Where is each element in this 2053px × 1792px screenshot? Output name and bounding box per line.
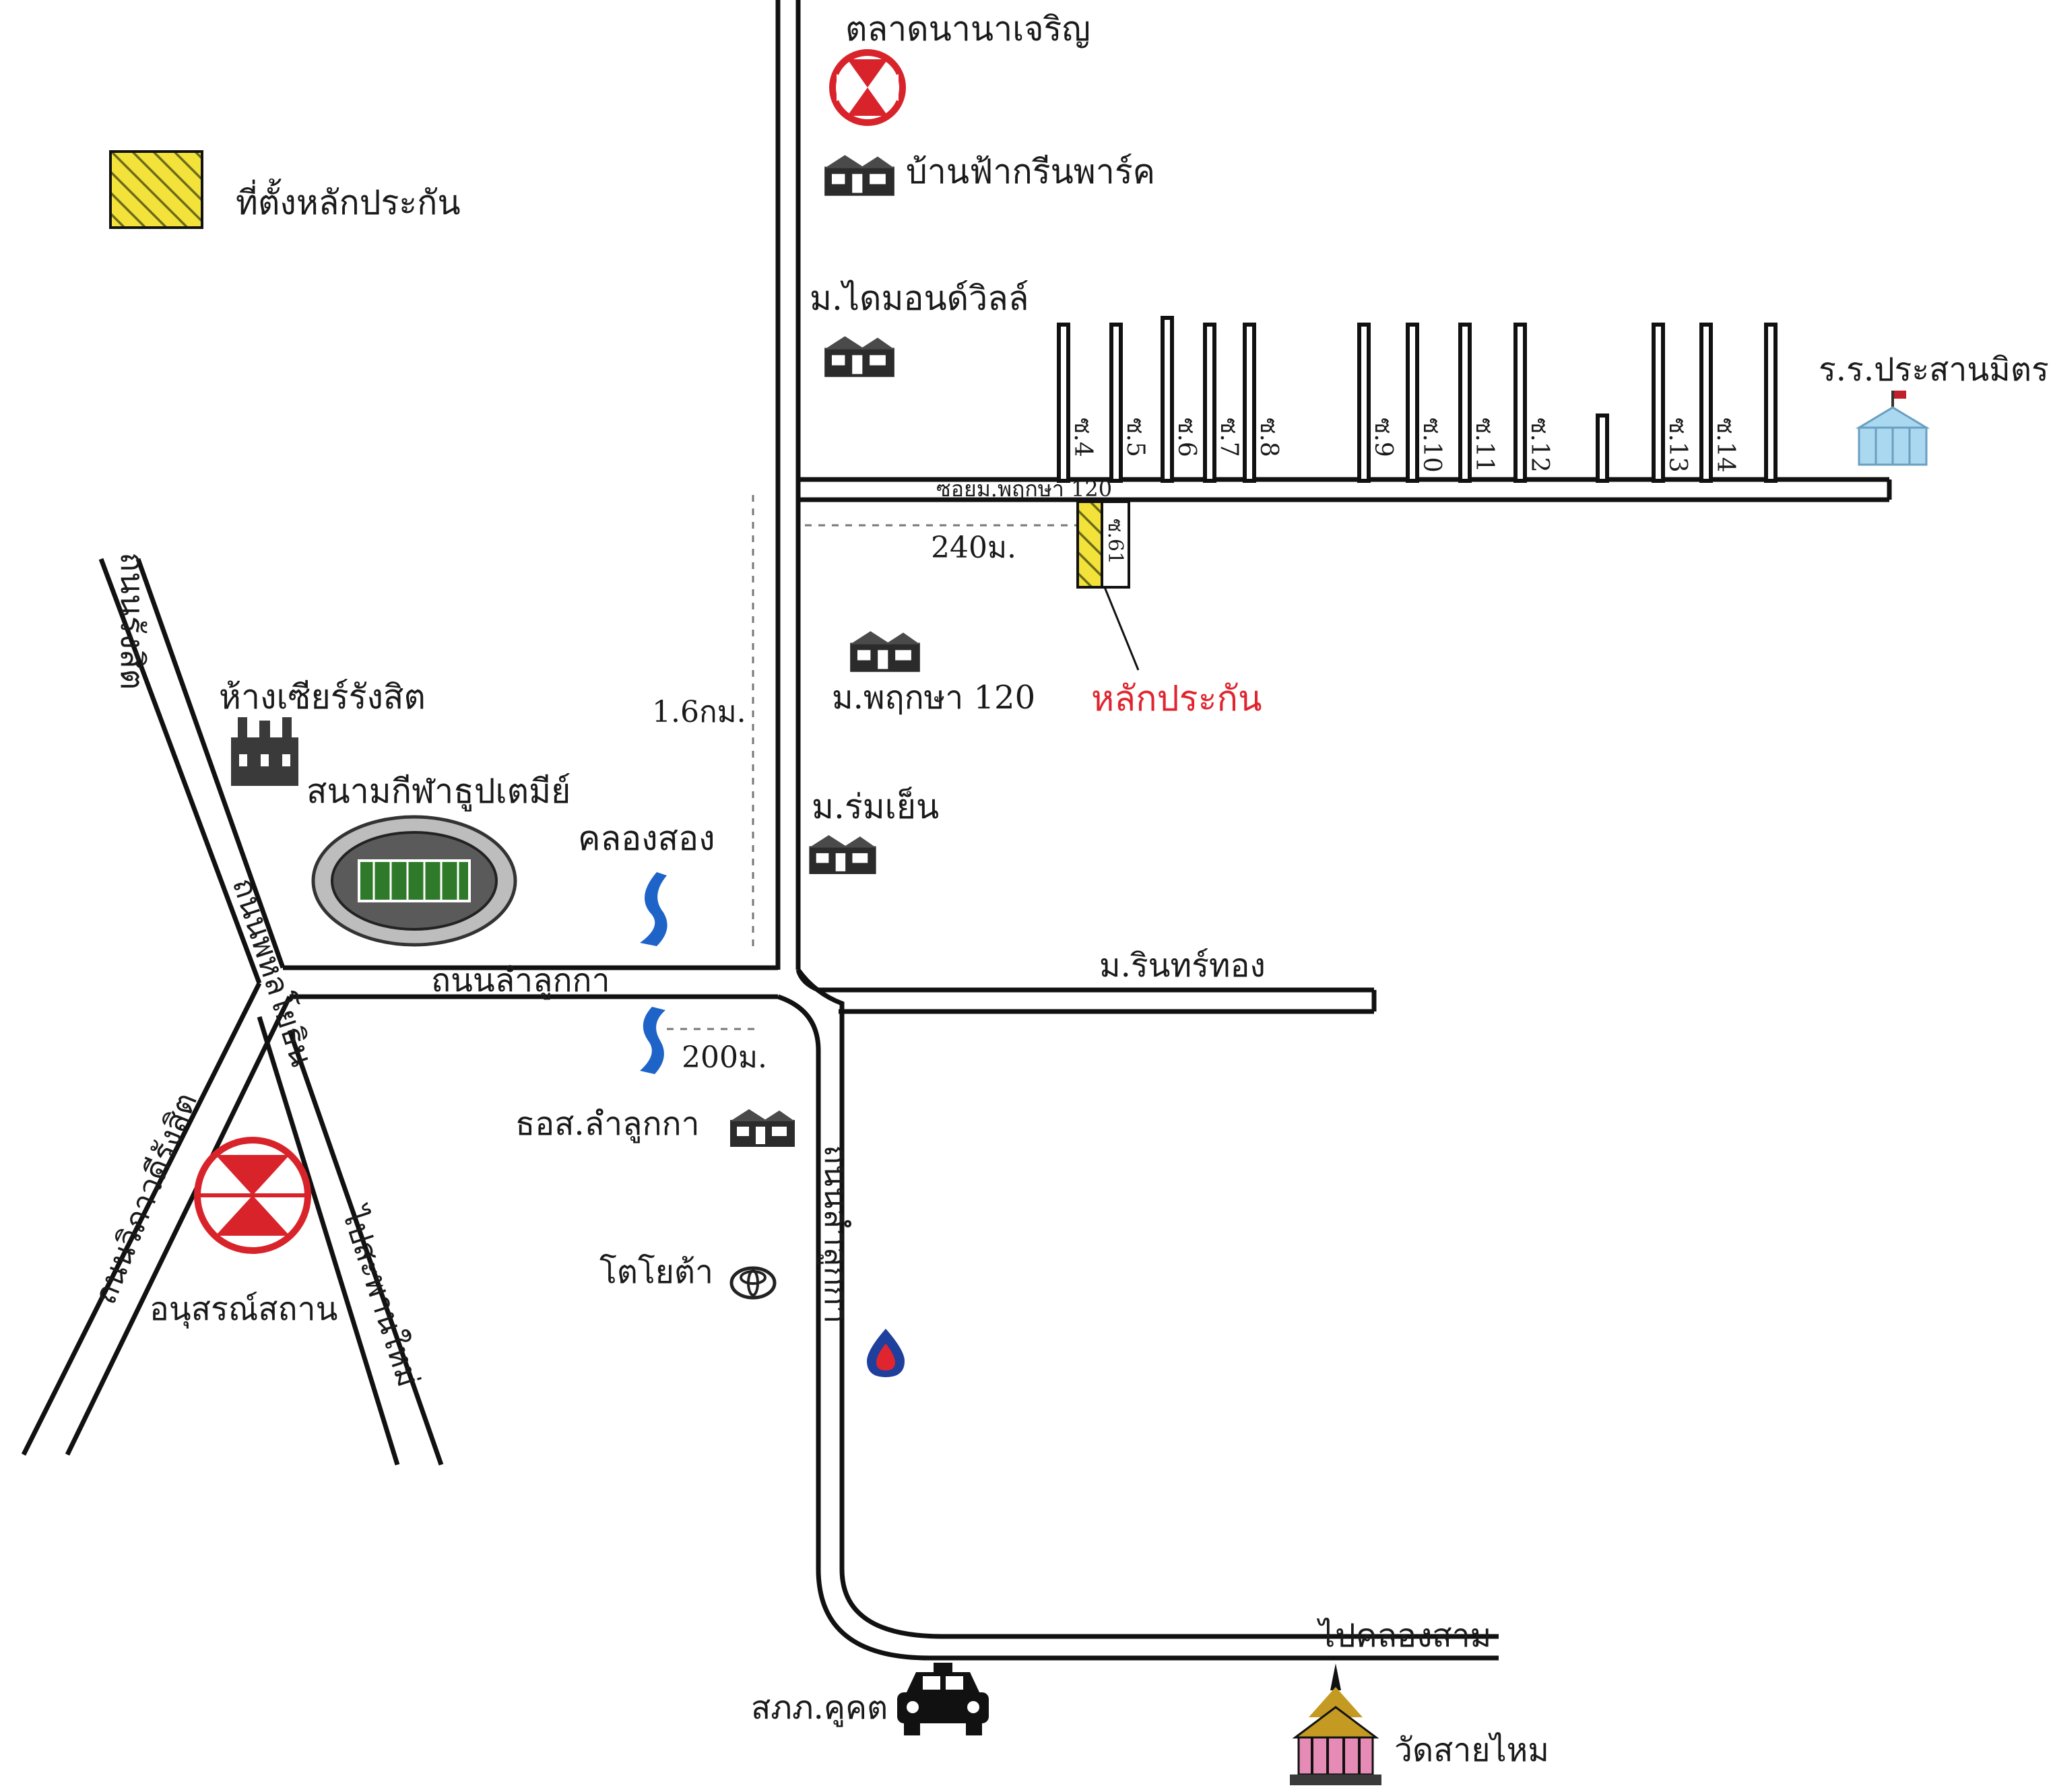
khlong-song-water-icon-lower bbox=[640, 1007, 665, 1074]
khlong-song-water-icon bbox=[640, 872, 667, 946]
soi-stub bbox=[1596, 413, 1609, 483]
soi-label: ซ.13 bbox=[1664, 418, 1691, 473]
road-phahonyothin bbox=[21, 558, 444, 1466]
soi-label: ซ.4 bbox=[1069, 418, 1097, 457]
soi-label: ซ.7 bbox=[1215, 418, 1243, 457]
road-khlong-sam-label: ไปคลองสาม bbox=[1316, 1617, 1491, 1655]
road-phahonyothin-label: ถนนพหลโยธิน bbox=[226, 873, 321, 1071]
monument-icon bbox=[194, 1137, 311, 1254]
stadium-icon bbox=[311, 815, 517, 947]
soi-stub bbox=[1357, 323, 1371, 483]
bank-label: ธอส.ลำลูกกา bbox=[515, 1105, 700, 1143]
market-label: ตลาดนานาเจริญ bbox=[845, 9, 1090, 48]
rom-yen-label: ม.ร่มเย็น bbox=[812, 787, 939, 826]
soi-stub bbox=[1243, 323, 1256, 483]
school-label: ร.ร.ประสานมิตร bbox=[1819, 351, 2049, 389]
soi-label: ซ.8 bbox=[1255, 418, 1282, 457]
soi-stub bbox=[1161, 316, 1174, 483]
ban-fah-label: บ้านฟ้ากรีนพาร์ค bbox=[906, 152, 1155, 191]
bank-house-icon bbox=[730, 1109, 795, 1147]
police-label: สภภ.คูคต bbox=[751, 1689, 888, 1727]
wat-label: วัดสายไหม bbox=[1394, 1731, 1549, 1769]
soi-61-road bbox=[1101, 500, 1130, 589]
soi-label: ซ.9 bbox=[1369, 418, 1397, 457]
car-icon bbox=[897, 1663, 989, 1735]
legend-swatch bbox=[109, 150, 203, 229]
road-rangsit-label: ถนนรังสิต bbox=[113, 552, 151, 690]
school-icon bbox=[1855, 391, 1930, 466]
diamond-villa-label: ม.ไดมอนด์วิลล์ bbox=[810, 279, 1029, 318]
soi-stub bbox=[1699, 323, 1713, 483]
road-lamlukka-h-label: ถนนลำลูกกา bbox=[431, 962, 610, 1000]
soi-stub bbox=[1513, 323, 1527, 483]
monument-label: อนุสรณ์สถาน bbox=[150, 1290, 337, 1329]
road-saphan-mai-label: ไปสะพานใหม่ bbox=[334, 1201, 427, 1391]
soi-stub bbox=[1057, 323, 1070, 483]
soi-stub bbox=[1458, 323, 1472, 483]
toyota-label: โตโยต้า bbox=[599, 1253, 713, 1291]
soi-stub bbox=[1652, 323, 1665, 483]
future-rangsit-label: ห้างเซียร์รังสิต bbox=[219, 677, 426, 717]
distance-240m: 240ม. bbox=[931, 531, 1016, 565]
diamond-villa-house-icon bbox=[824, 336, 894, 377]
mall-icon bbox=[231, 717, 298, 786]
collateral-label: หลักประกัน bbox=[1091, 679, 1262, 719]
soi-stub bbox=[1109, 323, 1123, 483]
soi-labels: ซ.4 ซ.5 ซ.6 ซ.7 ซ.8 ซ.9 ซ.10 ซ.11 ซ.12 ซ… bbox=[1069, 418, 1739, 473]
soi-stubs bbox=[1057, 316, 1778, 483]
ban-fah-house-icon bbox=[824, 155, 894, 196]
soi-stub bbox=[1406, 323, 1419, 483]
rom-yen-house-icon bbox=[809, 835, 876, 874]
road-wiphawadi-label: ถนนวิภาวดีรังสิต bbox=[86, 1088, 204, 1309]
distance-16km: 1.6กม. bbox=[652, 695, 746, 729]
collateral-marker bbox=[1076, 500, 1103, 589]
soi-label: ซ.10 bbox=[1418, 418, 1445, 473]
soi-label: ซ.14 bbox=[1712, 418, 1739, 473]
market-icon bbox=[829, 49, 906, 126]
phruksa-label: ม.พฤกษา 120 bbox=[832, 679, 1035, 717]
phruksa-house-icon bbox=[850, 631, 920, 672]
distance-200m: 200ม. bbox=[682, 1040, 767, 1075]
road-rin-thong bbox=[795, 968, 1377, 1014]
stadium-label: สนามกีฬาธูปเตมีย์ bbox=[306, 772, 571, 811]
road-soi-main bbox=[798, 477, 1892, 502]
soi-label: ซ.6 bbox=[1173, 418, 1200, 457]
road-lamlukka-vertical bbox=[775, 0, 1499, 1661]
road-lamlukka-v-label: ถนนลำลูกกา bbox=[816, 1145, 855, 1324]
fuel-station-icon bbox=[867, 1329, 905, 1377]
road-lamlukka-horizontal bbox=[283, 965, 778, 999]
soi-stub bbox=[1764, 323, 1778, 483]
khlong-song-label: คลองสอง bbox=[578, 819, 715, 858]
soi-label: ซ.12 bbox=[1526, 418, 1553, 473]
legend-label: ที่ตั้งหลักประกัน bbox=[236, 178, 461, 222]
temple-icon bbox=[1290, 1663, 1381, 1785]
soi-label: ซ.11 bbox=[1470, 418, 1498, 473]
soi-label: ซ.5 bbox=[1121, 418, 1149, 457]
soi-stub bbox=[1203, 323, 1216, 483]
soi-61-label: ซ.61 bbox=[1103, 519, 1127, 564]
toyota-logo-icon bbox=[729, 1266, 777, 1300]
soi-main-label: ซอยม.พฤกษา 120 bbox=[936, 476, 1112, 502]
collateral-pointer bbox=[1103, 587, 1140, 671]
rin-thong-label: ม.รินทร์ทอง bbox=[1099, 947, 1266, 985]
